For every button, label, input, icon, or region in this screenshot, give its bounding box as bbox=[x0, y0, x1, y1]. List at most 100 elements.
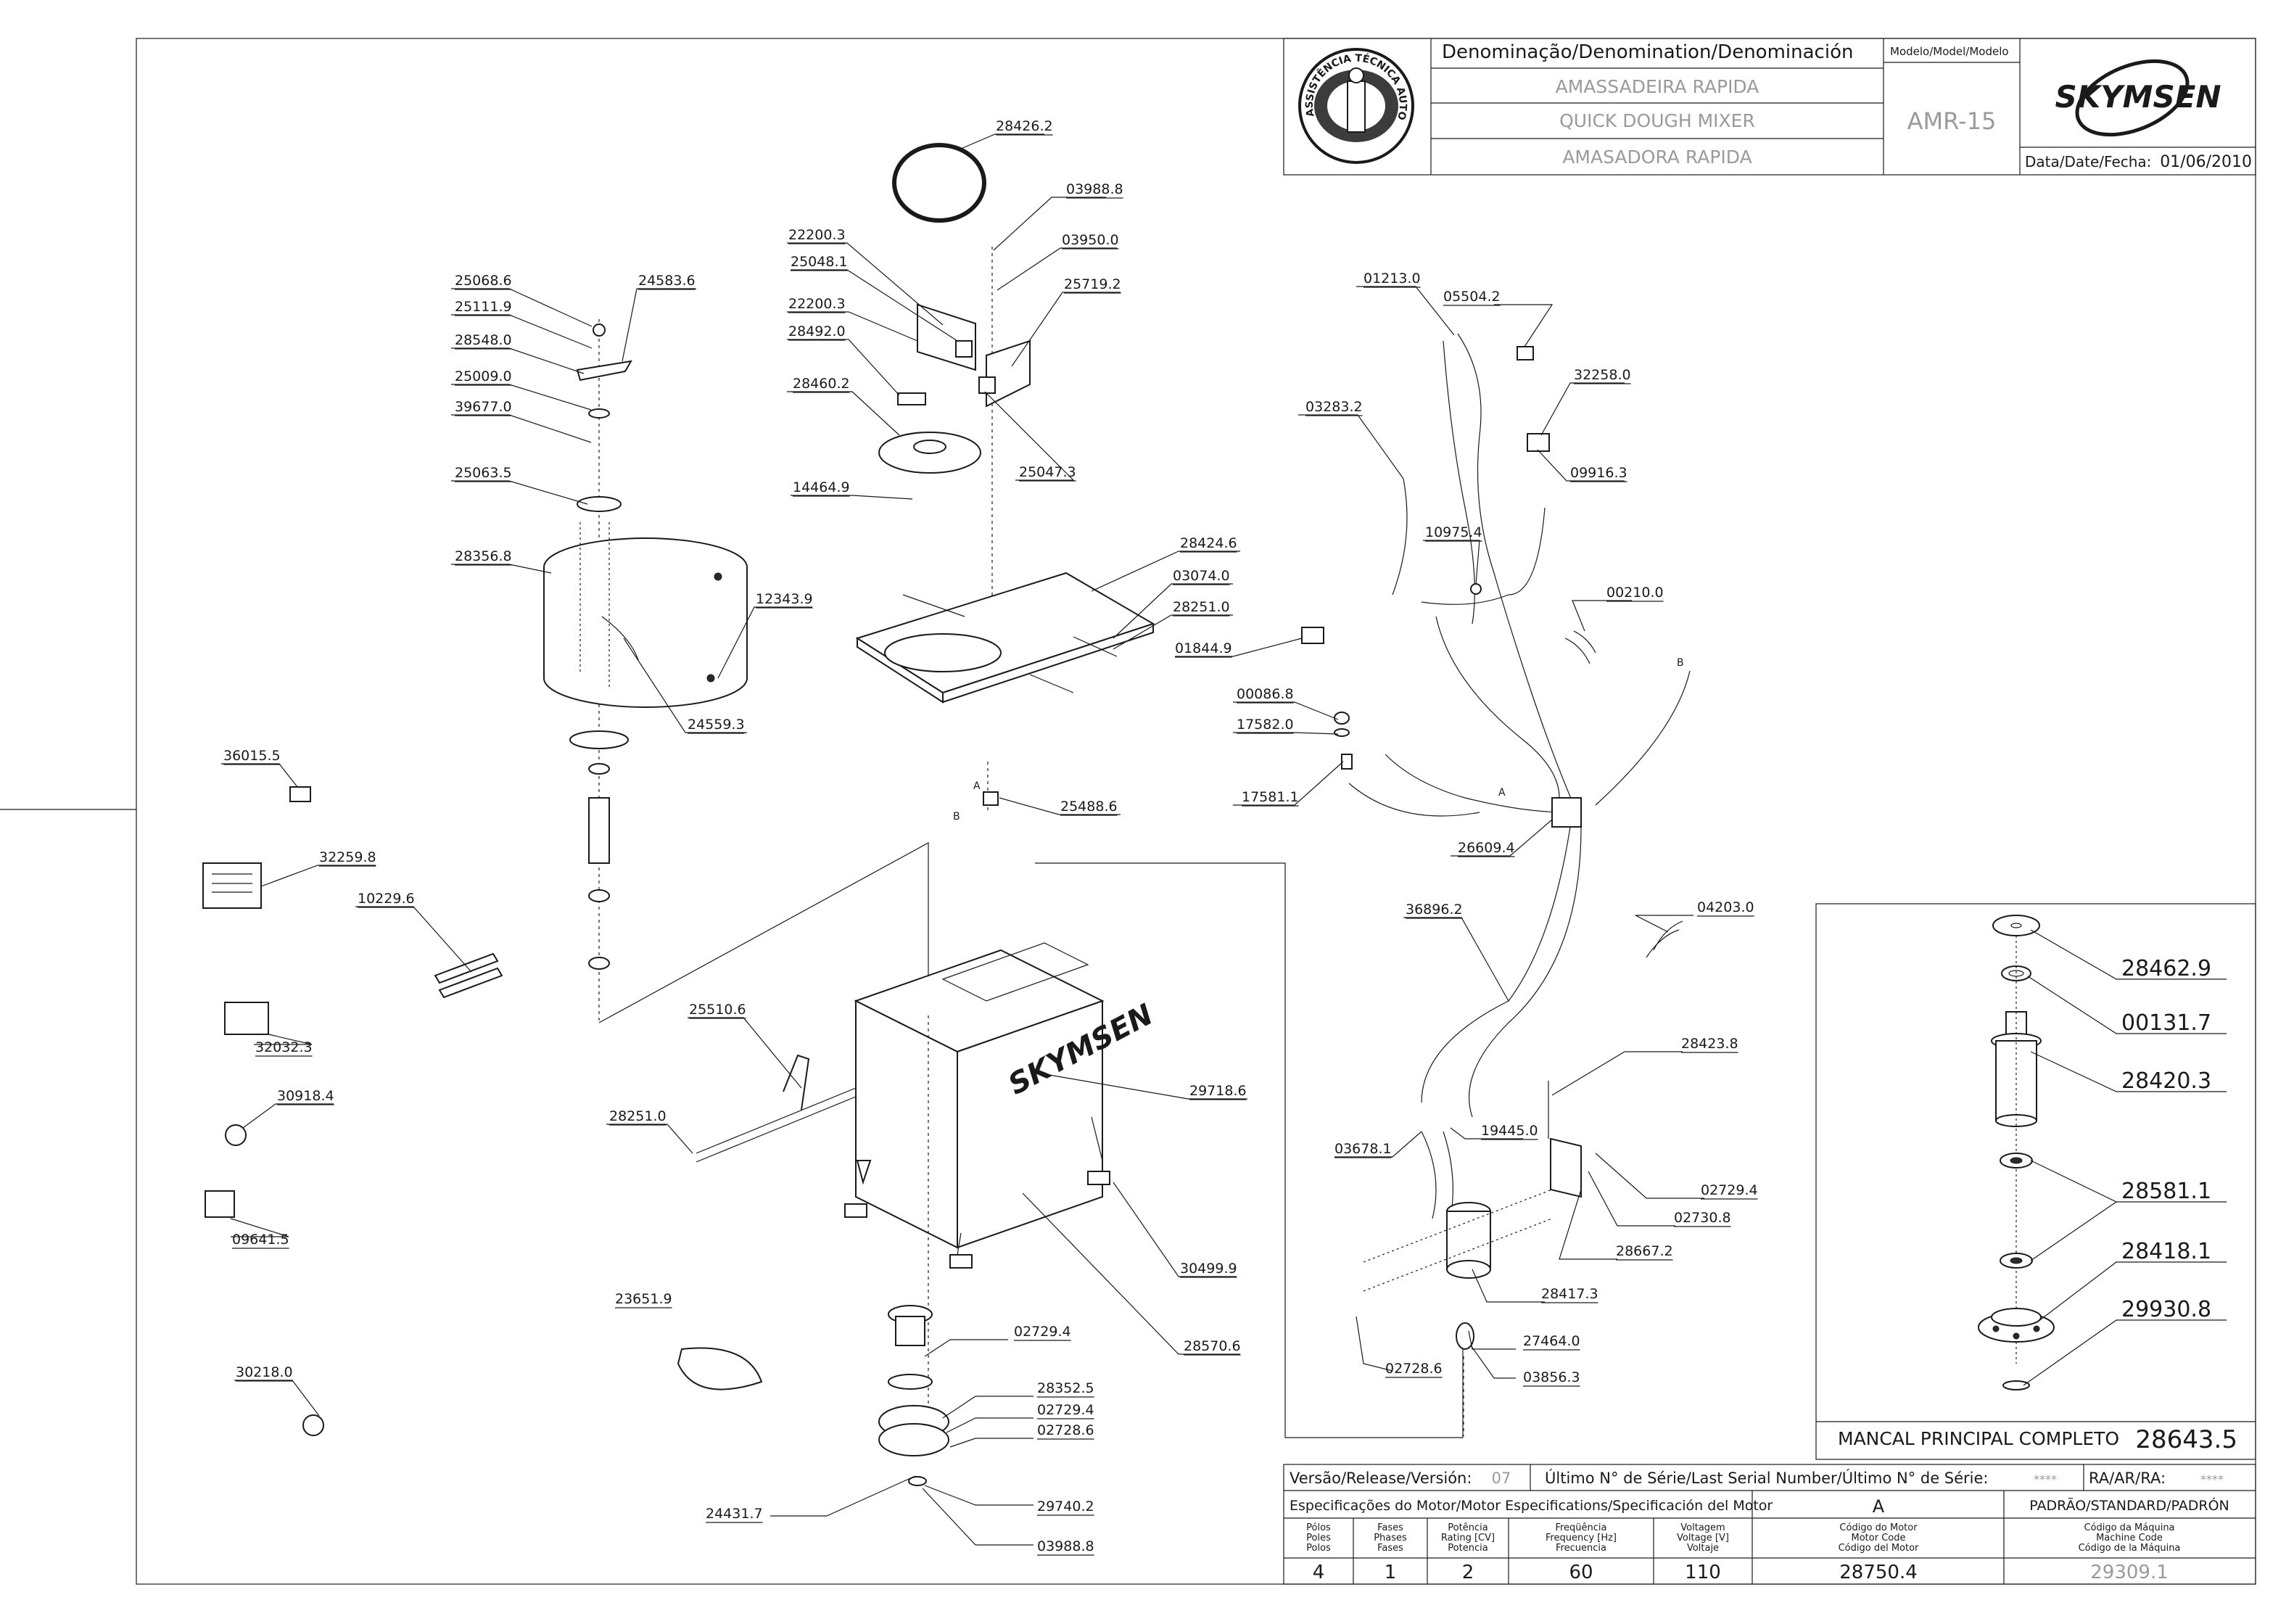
inset-label: 28462.9 bbox=[2121, 956, 2211, 981]
part-label: 25047.3 bbox=[1019, 464, 1076, 480]
svg-text:Freqüência: Freqüência bbox=[1555, 1522, 1606, 1533]
connector-b: B bbox=[953, 811, 960, 823]
part-label: 28426.2 bbox=[996, 118, 1053, 134]
part-label: 36896.2 bbox=[1406, 902, 1463, 918]
part-label: 28423.8 bbox=[1681, 1036, 1738, 1052]
connector-a: A bbox=[973, 780, 981, 792]
part-label: 17582.0 bbox=[1237, 717, 1294, 733]
serial-value: **** bbox=[2034, 1472, 2057, 1486]
svg-text:Código del Motor: Código del Motor bbox=[1839, 1543, 1919, 1554]
part-label: 02729.4 bbox=[1037, 1402, 1094, 1418]
svg-text:110: 110 bbox=[1685, 1562, 1721, 1583]
part-label: 30218.0 bbox=[236, 1364, 293, 1380]
part-label: 17581.1 bbox=[1242, 789, 1299, 805]
inset-label: 29930.8 bbox=[2121, 1297, 2211, 1322]
svg-text:29309.1: 29309.1 bbox=[2090, 1562, 2169, 1583]
part-label: 10975.4 bbox=[1425, 524, 1482, 540]
svg-text:Pólos: Pólos bbox=[1306, 1522, 1331, 1533]
part-label: 03856.3 bbox=[1523, 1369, 1580, 1385]
inset-label: 28418.1 bbox=[2121, 1239, 2211, 1264]
part-labels: 28426.2 03988.8 22200.3 03950.0 25048.1 … bbox=[223, 118, 1758, 1554]
label-underlines bbox=[223, 134, 1758, 1556]
part-label: 24431.7 bbox=[706, 1506, 763, 1522]
spec-column-headers: Pólos Poles Polos Fases Phases Fases Pot… bbox=[1306, 1522, 2180, 1554]
svg-text:Potência: Potência bbox=[1448, 1522, 1488, 1533]
bowl-assembly bbox=[543, 319, 748, 1023]
connector-a: A bbox=[1498, 787, 1506, 799]
part-label: 39677.0 bbox=[455, 399, 512, 415]
svg-text:4: 4 bbox=[1313, 1562, 1325, 1583]
stickers bbox=[202, 786, 503, 1436]
part-label: 09916.3 bbox=[1570, 465, 1627, 481]
inset-label: 28581.1 bbox=[2121, 1179, 2211, 1204]
part-label: 32258.0 bbox=[1574, 367, 1631, 383]
svg-text:Rating [CV]: Rating [CV] bbox=[1441, 1533, 1495, 1543]
part-label: 03950.0 bbox=[1062, 232, 1119, 248]
part-label: 25068.6 bbox=[455, 273, 512, 289]
part-label: 25111.9 bbox=[455, 299, 512, 315]
spec-table: Versão/Release/Versión: 07 Último N° de … bbox=[1283, 1464, 2256, 1585]
part-label: 27464.0 bbox=[1523, 1333, 1580, 1349]
part-label: 03283.2 bbox=[1305, 399, 1363, 415]
svg-text:Poles: Poles bbox=[1306, 1533, 1331, 1543]
inset-caption: MANCAL PRINCIPAL COMPLETO bbox=[1838, 1428, 2119, 1449]
part-label: 03988.8 bbox=[1037, 1538, 1094, 1554]
part-label: 28424.6 bbox=[1180, 535, 1237, 551]
spec-variant: A bbox=[1873, 1496, 1885, 1517]
spec-header: Especificações do Motor/Motor Especifica… bbox=[1290, 1498, 1773, 1514]
svg-text:SKYMSEN: SKYMSEN bbox=[2055, 79, 2221, 115]
part-label: 28667.2 bbox=[1616, 1243, 1673, 1259]
svg-text:60: 60 bbox=[1569, 1562, 1593, 1583]
part-label: 01844.9 bbox=[1175, 640, 1232, 656]
authorized-service-seal: ASSISTÊNCIA TÉCNICA AUTORIZADA bbox=[0, 0, 1414, 164]
part-label: 24559.3 bbox=[688, 717, 745, 733]
part-label: 29718.6 bbox=[1189, 1083, 1247, 1099]
svg-text:Voltage [V]: Voltage [V] bbox=[1677, 1533, 1729, 1543]
svg-text:Código da Máquina: Código da Máquina bbox=[2084, 1522, 2174, 1533]
version-value: 07 bbox=[1492, 1470, 1511, 1487]
svg-text:Frequency [Hz]: Frequency [Hz] bbox=[1546, 1533, 1617, 1543]
part-label: 29740.2 bbox=[1037, 1499, 1094, 1514]
part-label: 28548.0 bbox=[455, 332, 512, 348]
serial-label: Último N° de Série/Last Serial Number/Úl… bbox=[1545, 1469, 1989, 1487]
version-label: Versão/Release/Versión: bbox=[1290, 1470, 1472, 1487]
lid-assembly: A B bbox=[855, 143, 1155, 823]
model-value: AMR-15 bbox=[1907, 107, 1997, 135]
svg-text:Phases: Phases bbox=[1374, 1533, 1407, 1543]
svg-text:Fases: Fases bbox=[1377, 1543, 1403, 1554]
date-label: Data/Date/Fecha: bbox=[2025, 153, 2151, 170]
part-label: 28251.0 bbox=[609, 1108, 667, 1124]
machine-body: SKYMSEN bbox=[677, 942, 1158, 1486]
svg-text:Código do Motor: Código do Motor bbox=[1839, 1522, 1918, 1533]
part-label: 28460.2 bbox=[793, 376, 850, 392]
ra-label: RA/AR/RA: bbox=[2089, 1470, 2166, 1487]
part-label: 03678.1 bbox=[1334, 1141, 1392, 1157]
part-label: 02728.6 bbox=[1385, 1361, 1443, 1377]
part-label: 25009.0 bbox=[455, 368, 512, 384]
part-label: 02729.4 bbox=[1014, 1324, 1071, 1340]
part-label: 23651.9 bbox=[615, 1291, 672, 1307]
date-value: 01/06/2010 bbox=[2160, 153, 2252, 171]
ra-value: **** bbox=[2200, 1472, 2224, 1486]
svg-text:Machine Code: Machine Code bbox=[2096, 1533, 2163, 1543]
inset-main-bearing: MANCAL PRINCIPAL COMPLETO 28643.5 28462.… bbox=[1815, 903, 2256, 1460]
connector-b: B bbox=[1677, 657, 1684, 669]
part-label: 28352.5 bbox=[1037, 1380, 1094, 1396]
part-label: 25488.6 bbox=[1060, 799, 1118, 815]
svg-text:Voltagem: Voltagem bbox=[1680, 1522, 1725, 1533]
part-label: 28417.3 bbox=[1541, 1286, 1598, 1302]
part-label: 03074.0 bbox=[1173, 568, 1230, 584]
name-en: QUICK DOUGH MIXER bbox=[1559, 110, 1755, 131]
svg-text:Código de la Máquina: Código de la Máquina bbox=[2079, 1543, 2181, 1554]
svg-text:Frecuencia: Frecuencia bbox=[1556, 1543, 1606, 1554]
part-label: 10229.6 bbox=[358, 891, 415, 907]
part-label: 19445.0 bbox=[1481, 1123, 1538, 1139]
part-label: 00086.8 bbox=[1237, 686, 1294, 702]
model-header: Modelo/Model/Modelo bbox=[1890, 45, 2009, 58]
part-label: 12343.9 bbox=[756, 591, 813, 607]
part-label: 32032.3 bbox=[255, 1039, 313, 1055]
part-label: 00210.0 bbox=[1606, 585, 1664, 601]
svg-text:Fases: Fases bbox=[1377, 1522, 1403, 1533]
svg-text:Motor Code: Motor Code bbox=[1852, 1533, 1906, 1543]
svg-text:Voltaje: Voltaje bbox=[1687, 1543, 1719, 1554]
